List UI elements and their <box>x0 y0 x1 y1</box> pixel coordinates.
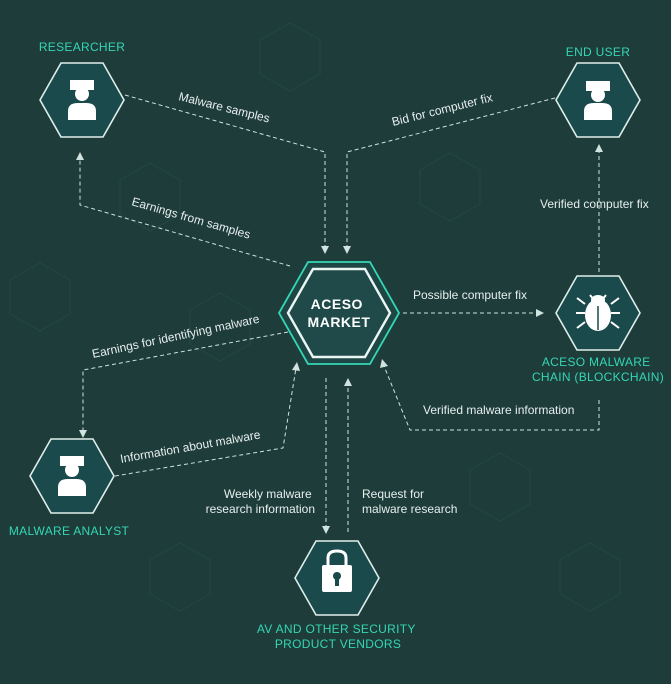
flow-label-bid-fix: Bid for computer fix <box>390 90 494 129</box>
arrow-head <box>380 359 388 368</box>
researcher-label: RESEARCHER <box>39 40 125 54</box>
lock-icon <box>322 549 352 592</box>
flow-label-malware-samples: Malware samples <box>177 89 271 125</box>
person-icon <box>68 80 96 120</box>
arrow-head <box>292 362 300 371</box>
connectors <box>76 94 603 534</box>
blockchain-label-line1: ACESO MALWARE <box>542 355 651 369</box>
market-title-line1: ACESO <box>311 296 363 312</box>
vendors-label-line2: PRODUCT VENDORS <box>275 637 401 651</box>
end-user-label: END USER <box>566 45 630 59</box>
flow-label-weekly-line2: research information <box>206 502 315 516</box>
arrow-head <box>79 430 87 438</box>
malware-analyst-node: MALWARE ANALYST <box>9 438 130 538</box>
arrow-head <box>76 152 84 160</box>
flow-label-request-line1: Request for <box>362 487 424 501</box>
market-title-line2: MARKET <box>308 314 371 330</box>
person-icon <box>584 81 612 120</box>
analyst-label: MALWARE ANALYST <box>9 524 130 538</box>
flow-label-request-line2: malware research <box>362 502 457 516</box>
vendors-label: AV AND OTHER SECURITY PRODUCT VENDORS <box>257 622 419 651</box>
arrow-head <box>536 309 544 317</box>
flow-label-verified-info: Verified malware information <box>423 403 574 417</box>
blockchain-label: ACESO MALWARE CHAIN (BLOCKCHAIN) <box>532 355 664 384</box>
vendors-label-line1: AV AND OTHER SECURITY <box>257 622 416 636</box>
connector-info-about <box>114 367 297 477</box>
flow-label-info-about: Information about malware <box>119 427 262 466</box>
flow-label-earnings-identifying: Earnings for identifying malware <box>91 312 261 361</box>
flow-label-weekly-line1: Weekly malware <box>224 487 312 501</box>
flow-label-possible-fix: Possible computer fix <box>413 288 527 302</box>
arrow-head <box>344 378 352 386</box>
arrow-head <box>322 526 330 534</box>
aceso-market-node: ACESO MARKET <box>277 261 401 365</box>
flow-label-earnings-samples: Earnings from samples <box>130 194 252 241</box>
vendors-node: AV AND OTHER SECURITY PRODUCT VENDORS <box>257 540 419 651</box>
researcher-node: RESEARCHER <box>39 40 125 138</box>
arrow-head <box>343 246 351 254</box>
blockchain-label-line2: CHAIN (BLOCKCHAIN) <box>532 370 664 384</box>
market-title: ACESO MARKET <box>308 296 371 330</box>
arrow-head <box>321 246 329 254</box>
flow-label-verified-fix: Verified computer fix <box>540 197 649 211</box>
background-pattern <box>9 22 621 612</box>
blockchain-node: ACESO MALWARE CHAIN (BLOCKCHAIN) <box>532 275 664 384</box>
connector-earnings-samples <box>79 158 291 267</box>
end-user-node: END USER <box>555 45 641 138</box>
connector-bid-fix <box>346 97 556 248</box>
bug-head <box>591 295 605 305</box>
flow-label-request: Request for malware research <box>362 487 457 516</box>
market-inner-hex <box>286 267 392 359</box>
connector-verified-info <box>383 365 600 431</box>
person-icon <box>58 456 86 496</box>
arrow-head <box>595 144 603 152</box>
flow-label-weekly: Weekly malware research information <box>206 487 315 516</box>
